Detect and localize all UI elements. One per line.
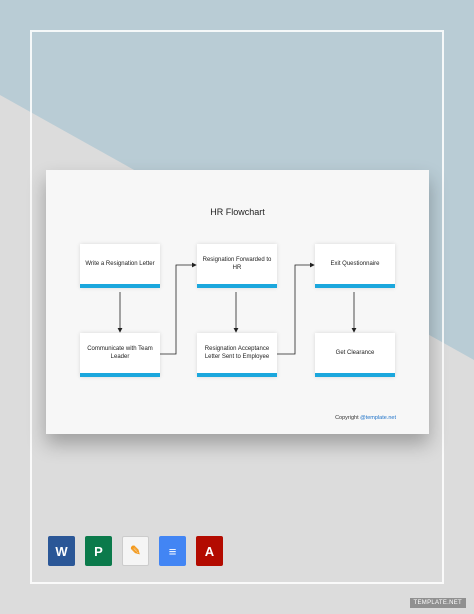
- app-icons-row: W P ✎ ≡ A: [48, 536, 223, 566]
- connectors: [117, 262, 357, 355]
- word-icon[interactable]: W: [48, 536, 75, 566]
- watermark: TEMPLATE.NET: [409, 598, 466, 608]
- pages-icon[interactable]: ✎: [122, 536, 149, 566]
- node-communicate-team-leader: Communicate with Team Leader: [80, 333, 160, 377]
- copyright-link[interactable]: @template.net: [360, 415, 396, 421]
- pdf-icon[interactable]: A: [196, 536, 223, 566]
- node-accent-bar: [197, 284, 277, 288]
- node-accent-bar: [80, 373, 160, 377]
- node-accent-bar: [315, 284, 395, 288]
- node-write-resignation-letter: Write a Resignation Letter: [80, 244, 160, 288]
- node-accent-bar: [80, 284, 160, 288]
- node-label: Communicate with Team Leader: [87, 346, 153, 360]
- node-get-clearance: Get Clearance: [315, 333, 395, 377]
- node-label: Write a Resignation Letter: [85, 261, 155, 267]
- flowchart-card: HR Flowchart Write a Resignation Letter …: [46, 170, 429, 434]
- node-resignation-forwarded-hr: Resignation Forwarded to HR: [197, 244, 277, 288]
- copyright-text: Copyright @template.net: [335, 415, 396, 421]
- edge-n4-n5: [277, 262, 315, 355]
- background-frame: [30, 30, 444, 584]
- node-accent-bar: [315, 373, 395, 377]
- node-label: Resignation Forwarded to HR: [202, 257, 272, 271]
- diagram-title: HR Flowchart: [210, 207, 265, 217]
- edge-n2-n3: [159, 262, 197, 355]
- node-exit-questionnaire: Exit Questionnaire: [315, 244, 395, 288]
- node-accent-bar: [197, 373, 277, 377]
- node-label: Get Clearance: [335, 350, 375, 356]
- node-label: Exit Questionnaire: [330, 261, 380, 267]
- publisher-icon[interactable]: P: [85, 536, 112, 566]
- node-acceptance-letter-sent: Resignation Acceptance Letter Sent to Em…: [197, 333, 277, 377]
- node-label: Resignation Acceptance Letter Sent to Em…: [204, 346, 270, 360]
- google-docs-icon[interactable]: ≡: [159, 536, 186, 566]
- copyright-prefix: Copyright: [335, 415, 359, 421]
